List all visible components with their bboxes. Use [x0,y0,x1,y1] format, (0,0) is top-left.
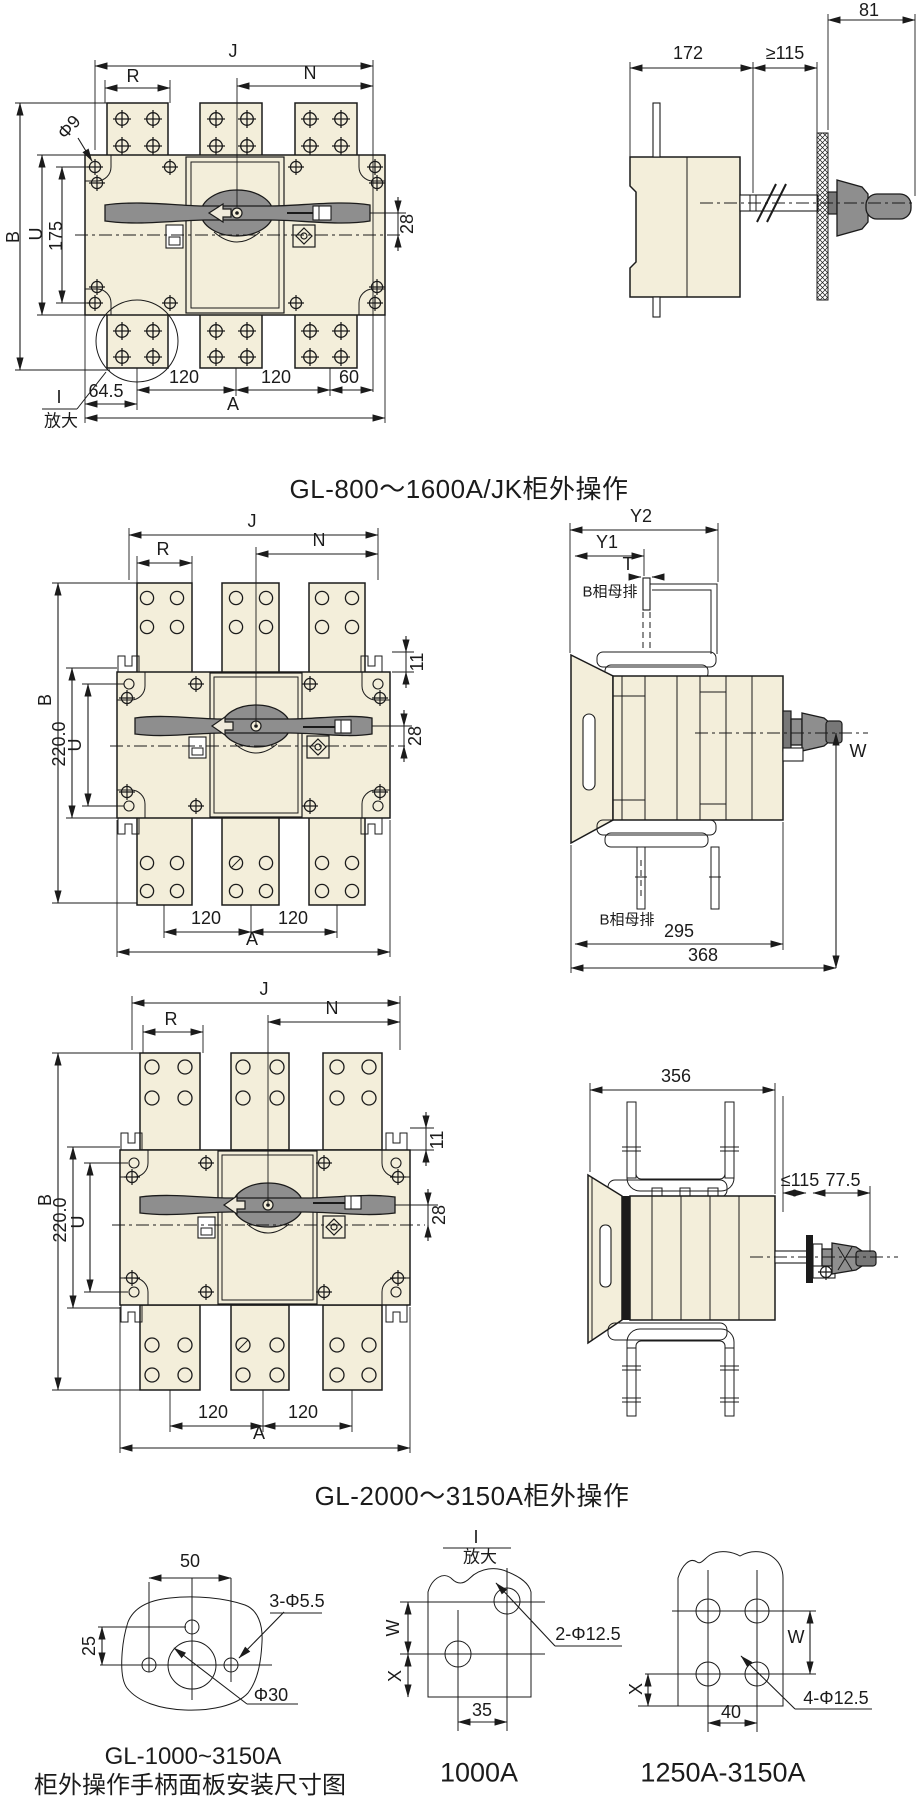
dim-w-1250: W [787,1627,805,1647]
dim-11-2: 11 [407,652,427,672]
dim-x-1000: X [385,1669,405,1683]
detail-ref-1: I [56,387,62,407]
dim-356: 356 [660,1066,692,1086]
dim-81: 81 [858,0,880,20]
dim-120b-1: 120 [260,367,292,387]
dim-y1: Y1 [595,532,619,552]
label-4-phi12-5: 4-Φ12.5 [803,1688,869,1708]
dim-40: 40 [720,1702,742,1722]
dim-x-1250: X [626,1682,646,1696]
d3-side-view [587,1083,898,1417]
dim-35: 35 [471,1700,493,1720]
pad-detail-1250 [638,1551,872,1732]
dim-j-1: J [228,41,238,61]
d2-side-view [569,523,868,973]
d3-front-view [52,996,438,1453]
caption-1250a: 1250A-3150A [640,1757,806,1788]
dim-y2: Y2 [629,506,653,526]
dim-120b-2: 120 [277,908,309,928]
dim-ge115: ≥115 [765,43,805,63]
detail-ref-2: I [473,1527,479,1547]
dim-n-2: N [312,530,326,550]
label-3-phi5-5: 3-Φ5.5 [269,1591,325,1611]
busbar-label-bottom: B相母排 [599,911,655,929]
d1-side-view [629,14,916,318]
section2-title: GL-2000～3150A柜外操作 [314,1481,630,1511]
dim-64-5: 64.5 [88,381,124,401]
dim-120a-3: 120 [197,1402,229,1422]
dim-120a-1: 120 [168,367,200,387]
dim-a-1: A [226,394,240,414]
panel-caption-2: 柜外操作手柄面板安装尺寸图 [34,1772,346,1799]
dim-j-3: J [259,979,269,999]
dim-w-2: W [849,741,867,761]
dim-368: 368 [687,945,719,965]
detail-zoom-2: 放大 [463,1547,497,1567]
dim-b-1: B [3,230,23,244]
dim-25: 25 [79,1635,99,1657]
dim-t: T [622,554,634,574]
dim-120a-2: 120 [190,908,222,928]
dim-a-2: A [245,929,259,949]
d2-front-view [52,528,414,957]
dim-220-3: 220.0 [50,1197,70,1243]
dim-u-1: U [26,227,46,241]
label-2-phi12-5: 2-Φ12.5 [555,1624,621,1644]
handle-panel-detail [98,1574,322,1711]
dim-60: 60 [338,367,360,387]
dim-28-2: 28 [405,725,425,747]
dim-w-1000: W [383,1619,403,1637]
dim-77-5: 77.5 [825,1170,861,1190]
busbar-label-top: B相母排 [582,583,638,601]
dim-r-1: R [126,66,140,86]
dim-r-3: R [164,1009,178,1029]
section1-title: GL-800～1600A/JK柜外操作 [289,474,629,504]
dim-r-2: R [156,539,170,559]
dim-172: 172 [672,43,704,63]
dim-n-1: N [303,63,317,83]
d1-front-view [15,60,406,423]
dim-28-1: 28 [397,213,417,235]
dim-u-2: U [65,738,85,752]
dim-28-3: 28 [429,1204,449,1226]
dim-a-3: A [252,1423,266,1443]
dim-le115: ≤115 [780,1170,820,1190]
detail-zoom-1: 放大 [44,411,78,431]
dim-u-3: U [68,1215,88,1229]
label-phi30: Φ30 [253,1685,289,1705]
caption-1000a: 1000A [439,1757,519,1788]
dim-n-3: N [325,998,339,1018]
dim-120b-3: 120 [287,1402,319,1422]
dim-b-2: B [35,693,55,707]
dim-295: 295 [663,921,695,941]
dim-11-3: 11 [427,1130,447,1150]
dim-50: 50 [179,1551,201,1571]
dim-175: 175 [46,220,66,252]
pad-detail-1000 [400,1547,622,1731]
panel-caption-1: GL-1000~3150A [104,1743,282,1770]
dim-j-2: J [247,511,257,531]
